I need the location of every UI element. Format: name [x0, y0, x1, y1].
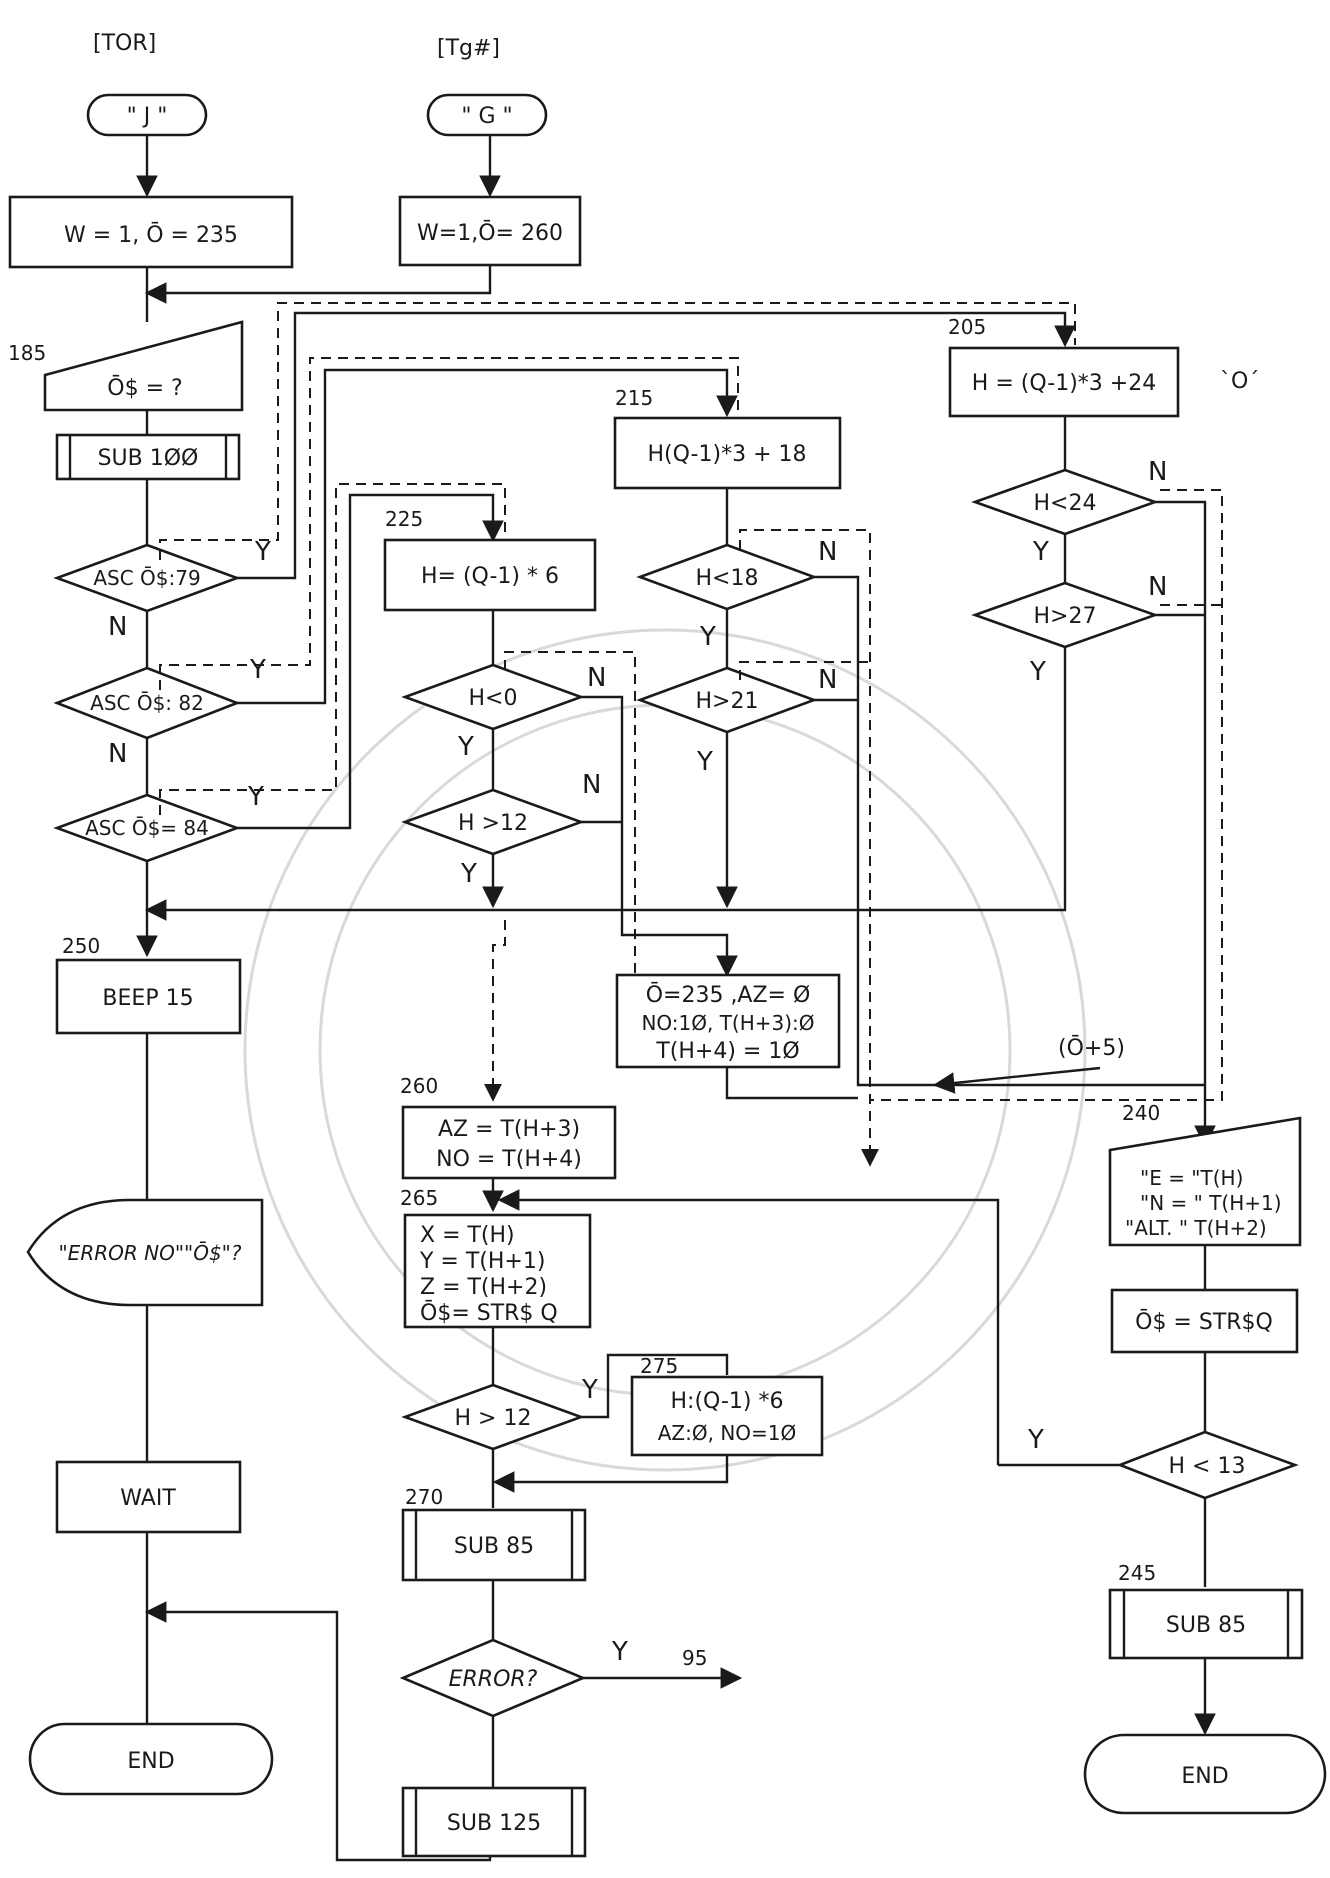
label-y: Y [1029, 657, 1046, 687]
process-reset-line-3: T(H+4) = 1Ø [655, 1039, 799, 1064]
output-display-line-2: "N = " T(H+1) [1140, 1191, 1282, 1215]
decision-asc-84-label: ASC Ō$= 84 [85, 816, 209, 840]
decision-h-gt-12-a-label: H >12 [458, 811, 528, 836]
label-y: Y [1032, 537, 1049, 567]
label-y: Y [457, 732, 474, 762]
process-assign-260-line-2: NO = T(H+4) [436, 1147, 582, 1172]
label-y: Y [1027, 1425, 1044, 1455]
decision-error-label: ERROR? [449, 1667, 538, 1692]
annotation-o: `O´ [1220, 369, 1259, 394]
process-str-assign-label: Ō$ = STR$Q [1135, 1309, 1273, 1335]
label-y: Y [696, 747, 713, 777]
decision-asc-79-label: ASC Ō$:79 [93, 566, 200, 590]
label-y: Y [249, 655, 266, 685]
header-tor: [TOR] [93, 31, 156, 56]
line-number-240: 240 [1122, 1101, 1160, 1125]
line-number-275: 275 [640, 1354, 678, 1378]
label-n: N [582, 770, 601, 800]
label-n: N [108, 739, 127, 769]
output-display-line-1: "E = "T(H) [1140, 1166, 1243, 1190]
process-wait-label: WAIT [120, 1486, 176, 1511]
process-h-275-line-1: H:(Q-1) *6 [671, 1389, 784, 1414]
subroutine-85-right-label: SUB 85 [1166, 1613, 1246, 1638]
display-error-label: "ERROR NO""Ō$"? [58, 1241, 241, 1265]
line-number-205: 205 [948, 315, 986, 339]
process-reset-line-2: NO:1Ø, T(H+3):Ø [641, 1011, 814, 1035]
input-o-label: Ō$ = ? [107, 375, 182, 401]
process-init-tg-label: W=1,Ō= 260 [417, 220, 563, 246]
label-n: N [818, 537, 837, 567]
line-number-260: 260 [400, 1074, 438, 1098]
line-number-270: 270 [405, 1485, 443, 1509]
process-assign-260-line-1: AZ = T(H+3) [438, 1117, 580, 1142]
line-number-245: 245 [1118, 1561, 1156, 1585]
decision-h-gt-12-b-label: H > 12 [455, 1406, 532, 1431]
process-assign-265-line-3: Z = T(H+2) [420, 1275, 547, 1300]
line-number-265: 265 [400, 1186, 438, 1210]
decision-h-lt-0-label: H<0 [469, 686, 518, 711]
process-beep-label: BEEP 15 [102, 986, 193, 1011]
label-n: N [1148, 572, 1167, 602]
label-n: N [1148, 457, 1167, 487]
terminal-end-right-label: END [1181, 1764, 1228, 1789]
label-y: Y [699, 622, 716, 652]
process-h-215-label: H(Q-1)*3 + 18 [648, 442, 807, 467]
terminal-j-label: " J " [127, 104, 168, 129]
label-y: Y [581, 1375, 598, 1405]
goto-95: 95 [682, 1646, 707, 1670]
process-assign-265-line-4: Ō$= STR$ Q [420, 1300, 558, 1326]
label-y: Y [254, 537, 271, 567]
label-n: N [587, 663, 606, 693]
line-number-215: 215 [615, 386, 653, 410]
decision-h-lt-18-label: H<18 [696, 566, 759, 591]
process-reset-line-1: Ō=235 ,AZ= Ø [646, 982, 811, 1008]
process-assign-265-line-1: X = T(H) [420, 1223, 515, 1248]
process-h-205-label: H = (Q-1)*3 +24 [972, 371, 1156, 396]
terminal-end-left-label: END [127, 1749, 174, 1774]
line-number-225: 225 [385, 507, 423, 531]
subroutine-85-mid-label: SUB 85 [454, 1534, 534, 1559]
line-number-250: 250 [62, 934, 100, 958]
decision-h-gt-27-label: H>27 [1034, 604, 1097, 629]
header-tg: [Tg#] [437, 36, 500, 61]
decision-asc-82-label: ASC Ō$: 82 [90, 691, 204, 715]
decision-h-gt-21-label: H>21 [696, 689, 759, 714]
terminal-g-label: " G " [461, 104, 512, 129]
line-number-185: 185 [8, 341, 46, 365]
label-y: Y [460, 859, 477, 889]
label-y: Y [611, 1637, 628, 1667]
process-h-275-line-2: AZ:Ø, NO=1Ø [658, 1421, 797, 1445]
annotation-o-plus-5: (Ō+5) [1058, 1035, 1125, 1061]
process-init-tor-label: W = 1, Ō = 235 [64, 222, 238, 248]
label-n: N [108, 612, 127, 642]
process-h-225-label: H= (Q-1) * 6 [421, 564, 559, 589]
subroutine-100-label: SUB 1ØØ [98, 446, 199, 471]
label-n: N [818, 665, 837, 695]
decision-h-lt-13-label: H < 13 [1169, 1454, 1246, 1479]
label-y: Y [247, 782, 264, 812]
process-assign-265-line-2: Y = T(H+1) [419, 1249, 545, 1274]
subroutine-125-label: SUB 125 [447, 1811, 541, 1836]
output-display-line-3: "ALT. " T(H+2) [1125, 1216, 1267, 1240]
decision-h-lt-24-label: H<24 [1034, 491, 1097, 516]
